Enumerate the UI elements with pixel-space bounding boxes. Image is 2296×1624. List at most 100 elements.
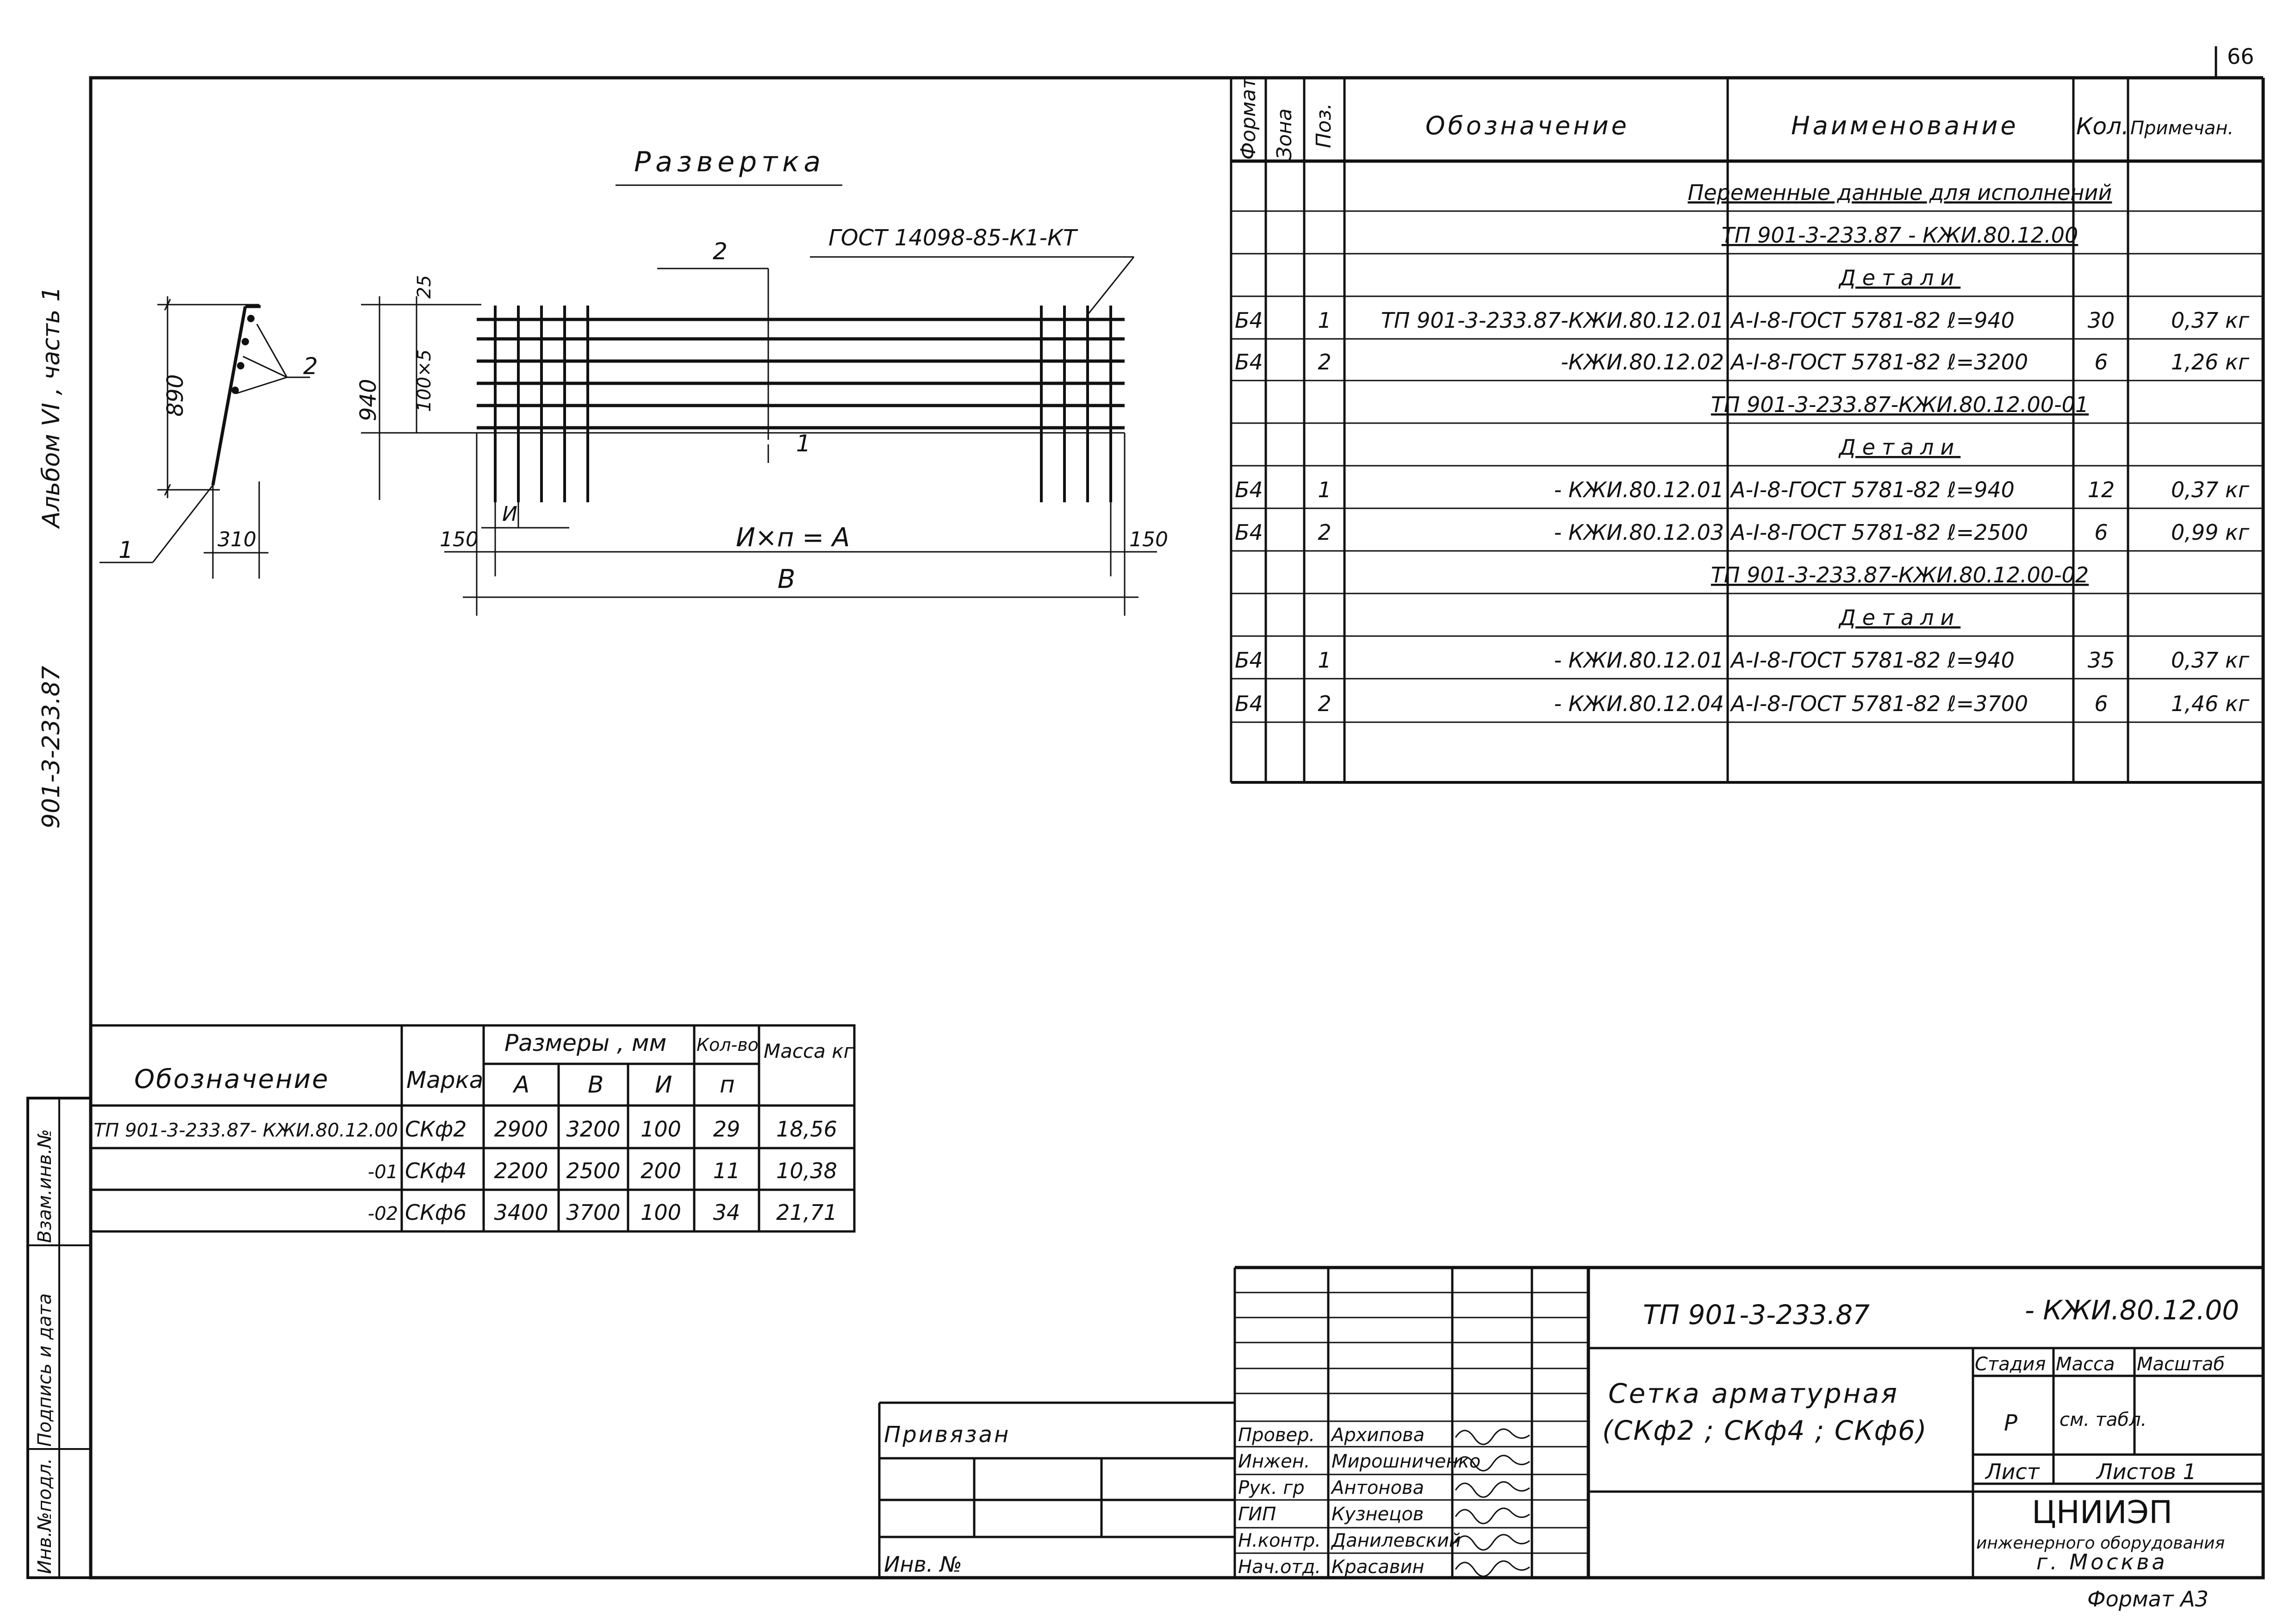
signature-icon [1455,1455,1530,1472]
stamp-inv-podl: Инв.№подл. [34,1458,56,1574]
variant-cell-n: 11 [713,1158,740,1183]
label-pos2-plan: 2 [713,238,728,265]
spec-cell-desig: - КЖИ.80.12.01 [1554,477,1724,502]
spec-cell-qty: 6 [2094,691,2108,716]
dim-25: 25 [414,275,435,299]
spec-header-zone: Зона [1273,108,1296,160]
spec-header-format: Формат [1237,76,1260,160]
variant-cell-n: 34 [713,1200,740,1225]
signer-name: Данилевский [1331,1530,1461,1551]
variant-cell-mark: СКф4 [405,1158,467,1183]
spec-cell-p: 1 [1318,308,1331,333]
signature-icon [1455,1534,1530,1551]
spec-cell-f: Б4 [1235,520,1263,545]
spec-cell-name: А-I-8-ГОСТ 5781-82 ℓ=940 [1730,477,2015,502]
spec-cell-f: Б4 [1235,350,1263,375]
spec-cell-f: Б4 [1235,691,1263,716]
variant-cell-b: 3200 [566,1117,620,1142]
signer-role: Провер. [1238,1424,1315,1446]
page-number: 66 [2227,44,2254,69]
dim-150-left: 150 [440,528,479,551]
spec-cell-name: Детали [1838,435,1961,460]
tb-sheet: Лист [1985,1459,2040,1484]
label-pos1-plan: 1 [796,430,811,457]
variant-cell-u: 100 [641,1200,681,1225]
spec-cell-f: Б4 [1235,477,1263,502]
album-label: Альбом VI , часть 1 [37,287,65,529]
tb-stage: Р [2004,1410,2017,1436]
variant-cell-mark: СКф2 [405,1117,467,1142]
stamp-sign-date: Подпись и дата [34,1293,56,1447]
dim-310: 310 [218,528,256,551]
tb-org-3: г. Москва [2036,1549,2168,1574]
signer-name: Антонова [1330,1477,1424,1499]
dim-890: 890 [162,374,188,417]
spec-header-qty: Кол. [2076,113,2129,140]
spec-cell-p: 1 [1318,477,1331,502]
signer-name: Архипова [1330,1424,1425,1446]
spec-cell-name: А-I-8-ГОСТ 5781-82 ℓ=3200 [1730,350,2028,375]
spec-cell-desig: - КЖИ.80.12.01 [1554,648,1724,673]
spec-cell-desig: - КЖИ.80.12.04 [1554,691,1724,716]
variant-cell-b: 3700 [566,1200,620,1225]
spec-cell-p: 2 [1318,520,1331,545]
gost-label: ГОСТ 14098-85-К1-КТ [828,225,1078,251]
variant-cell-desig: -02 [368,1203,398,1224]
variant-cell-mass: 10,38 [776,1158,837,1183]
spec-cell-name: Детали [1838,605,1961,630]
var-h-qty: Кол-во [697,1035,759,1055]
tb-org-1: ЦНИИЭП [2032,1494,2172,1531]
variant-cell-desig: ТП 901-3-233.87- КЖИ.80.12.00 [94,1120,398,1141]
tb-name-2: (СКф2 ; СКф4 ; СКф6) [1602,1415,1928,1446]
spec-cell-qty: 6 [2094,350,2108,375]
spec-cell-qty: 12 [2088,477,2115,502]
var-h-u: И [655,1071,672,1098]
signer-role: Н.контр. [1238,1530,1321,1551]
spec-cell-f: Б4 [1235,648,1263,673]
tb-mass: см. табл. [2060,1409,2147,1430]
label-pos2-side: 2 [303,353,318,380]
spec-cell-qty: 6 [2094,520,2108,545]
signer-name: Красавин [1332,1556,1425,1578]
spec-cell-name: Детали [1838,265,1961,290]
spec-cell-name: А-I-8-ГОСТ 5781-82 ℓ=940 [1730,308,2015,333]
variant-cell-desig: -01 [368,1162,398,1183]
dim-b: В [778,564,795,594]
spec-header-pos: Поз. [1312,103,1336,148]
tb-mass-h: Масса [2056,1354,2115,1375]
spec-cell-desig: - КЖИ.80.12.03 [1554,520,1724,545]
spec-header-note: Примечан. [2130,118,2234,139]
spec-cell-name: Переменные данные для исполнений [1688,180,2112,205]
spec-cell-qty: 30 [2088,308,2115,333]
tb-org-2: инженерного оборудования [1976,1534,2225,1553]
signature-icon [1455,1560,1530,1577]
variant-cell-b: 2500 [566,1158,620,1183]
dim-100x5: 100×5 [414,350,435,412]
spec-cell-name: А-I-8-ГОСТ 5781-82 ℓ=3700 [1730,691,2028,716]
variant-cell-u: 100 [641,1117,681,1142]
tb-inv: Инв. № [884,1552,962,1577]
spec-cell-p: 2 [1318,350,1331,375]
signer-role: Инжен. [1238,1451,1310,1472]
variant-cell-a: 2900 [494,1117,548,1142]
signer-name: Кузнецов [1332,1504,1424,1525]
spec-header-name: Наименование [1791,111,2019,140]
tb-stage-h: Стадия [1975,1354,2046,1375]
tb-code: ТП 901-3-233.87 [1643,1299,1870,1330]
spec-cell-p: 1 [1318,648,1331,673]
spec-header-designation: Обозначение [1425,111,1630,140]
tb-privyazan: Привязан [884,1422,1010,1448]
var-h-mass: Масса кг [764,1040,854,1062]
tb-scale-h: Масштаб [2137,1354,2225,1375]
variant-cell-mass: 18,56 [776,1117,837,1142]
signature-icon [1455,1481,1530,1498]
signer-name: Мирошниченко [1332,1451,1481,1472]
var-h-dims: Размеры , мм [504,1030,666,1056]
spec-cell-note: 1,26 кг [2171,350,2250,375]
spec-cell-note: 0,99 кг [2171,520,2250,545]
spec-cell-p: 2 [1318,691,1331,716]
stamp-vzam-inv: Взам.инв.№ [34,1129,56,1243]
drawing-title: Развертка [634,146,825,178]
spec-cell-note: 1,46 кг [2171,691,2250,716]
dim-150-right: 150 [1129,528,1168,551]
